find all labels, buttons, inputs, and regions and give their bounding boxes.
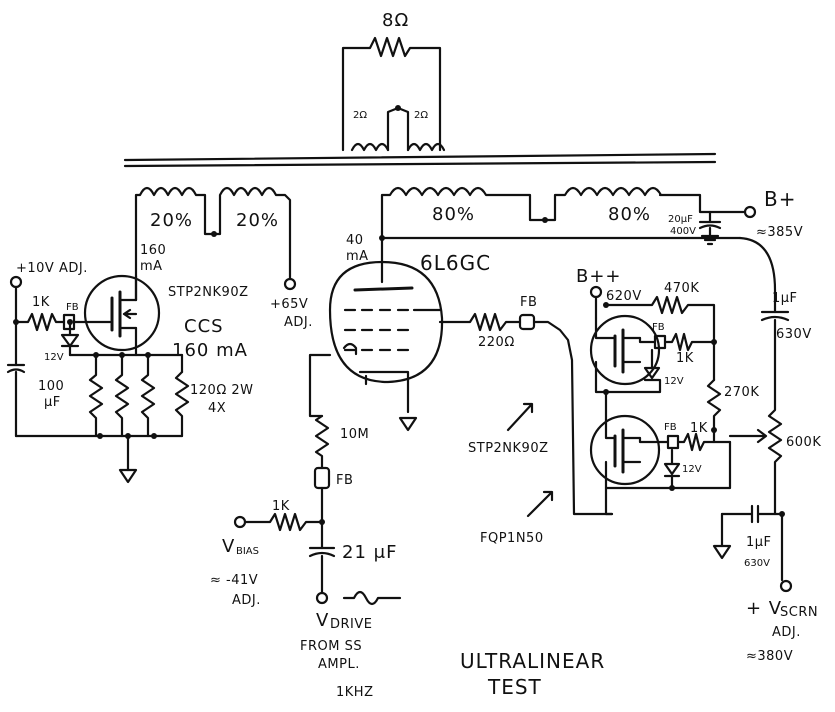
tube-drive-from: FROM SS — [300, 639, 362, 654]
speaker-load-label: 8Ω — [382, 10, 409, 31]
bplus-label: B+ — [764, 187, 796, 211]
bplus-cap-voltage: 400V — [670, 226, 696, 237]
tube-drive-cap: 21 μF — [342, 542, 397, 563]
tube-bias-sub: BIAS — [236, 546, 259, 557]
tap-left-1-label: 20% — [150, 210, 193, 231]
follower-supply: B++ — [576, 266, 622, 287]
bplus-cap-label: 20μF — [668, 214, 693, 225]
tube-plate-current: 40 — [346, 233, 364, 248]
follower-bottom-zener: 12V — [682, 464, 702, 475]
screen-label: + V — [746, 598, 782, 619]
follower-mid-resistor: 270K — [724, 385, 759, 400]
transformer-core — [123, 152, 717, 168]
screen-supply: + V SCRN ADJ. ≈380V — [746, 598, 818, 664]
tube-bias-resistor: 1K — [272, 499, 290, 514]
follower-top-cap-voltage: 630V — [776, 327, 812, 342]
follower-top-resistor: 470K — [664, 281, 699, 296]
tube-grid-ferrite: FB — [336, 473, 353, 488]
follower-top-cap: 1μF — [772, 291, 798, 306]
caption: ULTRALINEAR TEST — [460, 649, 605, 699]
tube-bias-adj: ADJ. — [232, 593, 261, 608]
primary-right: 80% 80% — [380, 186, 747, 234]
ccs-resistor-label: 120Ω 2W — [190, 383, 254, 398]
ccs-resistor-count: 4X — [208, 401, 226, 416]
tap-left-label: 2Ω — [353, 110, 367, 121]
ccs-right-supply-adj: ADJ. — [284, 315, 313, 330]
tube-bias-value: ≈ -41V — [210, 573, 258, 588]
tube-drive-label: V — [316, 610, 329, 631]
ccs-cap-label: 100 — [38, 379, 64, 394]
ccs-gate-resistor-label: 1K — [32, 295, 50, 310]
screen-sub: SCRN — [780, 605, 818, 620]
ccs-zener-label: 12V — [44, 352, 64, 363]
tube-grid-resistor: 10M — [340, 427, 369, 442]
ccs-title: CCS — [184, 316, 224, 337]
ccs-ferrite-label: FB — [66, 302, 79, 313]
screen-adj: ADJ. — [772, 625, 801, 640]
follower-bottom-ferrite: FB — [664, 422, 677, 433]
tube-drive-freq: 1KHZ — [336, 685, 373, 700]
follower-section: B++ 620V 470K FB 1K 12V 270K — [468, 266, 821, 593]
ccs-current: 160 mA — [172, 340, 248, 361]
follower-mosfet-label-2: FQP1N50 — [480, 531, 544, 546]
follower-pot-label: 600K — [786, 435, 821, 450]
tube-screen-resistor: 220Ω — [478, 335, 515, 350]
follower-supply-voltage: 620V — [606, 289, 642, 304]
tube-type-label: 6L6GC — [420, 251, 491, 275]
primary-left: 20% 20% — [134, 186, 292, 302]
tap-right-2-label: 80% — [608, 204, 651, 225]
follower-top-zener: 12V — [664, 376, 684, 387]
follower-top-ferrite: FB — [652, 322, 665, 333]
ccs-right-supply: +65V — [270, 297, 308, 312]
tube-plate-current-unit: mA — [346, 249, 369, 264]
follower-bottom-cap-voltage: 630V — [744, 558, 770, 569]
ccs-current-top: 160 — [140, 243, 166, 258]
tap-left-2-label: 20% — [236, 210, 279, 231]
bplus-value: ≈385V — [756, 225, 803, 240]
caption-line-1: ULTRALINEAR — [460, 649, 605, 673]
tube-ferrite-label: FB — [520, 295, 537, 310]
secondary-windings: 2Ω 2Ω — [350, 105, 446, 152]
tube-section: 40 mA 6L6GC 220Ω FB 10M FB 1K V BIAS — [210, 230, 777, 700]
follower-bottom-cap: 1μF — [746, 535, 772, 550]
tap-right-1-label: 80% — [432, 204, 475, 225]
ccs-current-top-unit: mA — [140, 259, 163, 274]
speaker-load: 8Ω — [341, 10, 442, 152]
bplus-supply: B+ ≈385V 20μF 400V — [668, 187, 803, 246]
ccs-cap-unit: μF — [44, 395, 61, 410]
tube-drive-sub: DRIVE — [330, 617, 372, 632]
tube-bias-label: V — [222, 536, 235, 557]
screen-value: ≈380V — [746, 649, 793, 664]
ccs-section: +10V ADJ. 1K FB 12V 100 μF 160 mA STP2NK… — [6, 243, 313, 484]
ccs-mosfet-label: STP2NK90Z — [168, 285, 249, 300]
ccs-supply-label: +10V ADJ. — [16, 261, 88, 276]
tap-right-label: 2Ω — [414, 110, 428, 121]
follower-mosfet-label: STP2NK90Z — [468, 441, 549, 456]
follower-top-gate-resistor: 1K — [676, 351, 694, 366]
follower-bottom-gate-resistor: 1K — [690, 421, 708, 436]
tube-drive-amp: AMPL. — [318, 657, 360, 672]
caption-line-2: TEST — [487, 675, 542, 699]
